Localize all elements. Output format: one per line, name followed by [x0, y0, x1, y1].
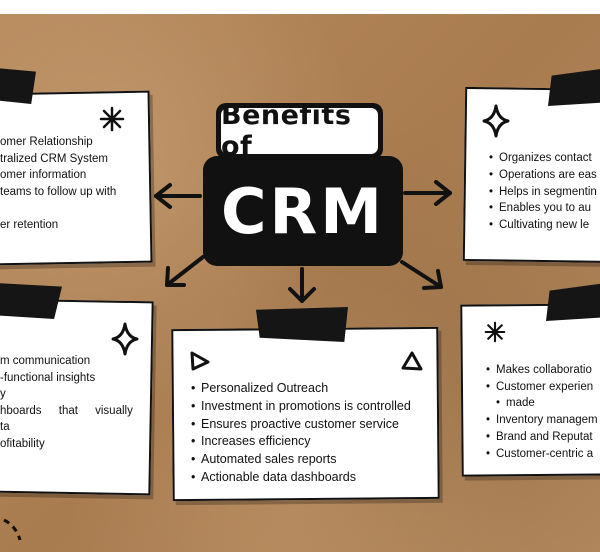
- list-item: Operations are eas: [489, 167, 597, 184]
- triangle-doodle-icon: [190, 351, 210, 371]
- tape-bottom-left: [0, 283, 62, 319]
- list-item: Brand and Reputat: [486, 429, 598, 446]
- arrow-down-right-icon: [400, 260, 443, 290]
- diamond-sparkle-icon: [482, 104, 510, 138]
- list-item: omer Relationship: [0, 136, 93, 148]
- list-item: hboards that visually: [0, 404, 133, 417]
- list-item: Personalized Outreach: [191, 380, 411, 398]
- list-item: Customer experien: [486, 379, 598, 396]
- card-top-left-list: omer Relationship tralized CRM System om…: [0, 134, 116, 233]
- sparkle-icon: [484, 321, 506, 343]
- scribble-decoration: [3, 518, 22, 541]
- card-bottom-right-list: Makes collaboratio Customer experien mad…: [486, 362, 598, 462]
- arrow-down-icon: [288, 267, 316, 303]
- list-item: Inventory managem: [486, 412, 598, 429]
- arrow-right-icon: [403, 180, 452, 206]
- card-top-right-list: Organizes contact Operations are eas Hel…: [489, 150, 597, 234]
- list-item: Customer-centric a: [486, 446, 598, 463]
- list-item: made: [486, 395, 598, 412]
- crm-title-box: CRM: [203, 156, 403, 266]
- list-item: [0, 200, 116, 217]
- list-item: Organizes contact: [489, 150, 597, 167]
- card-bottom-left-list: m communication -functional insights y h…: [0, 353, 133, 453]
- list-item: omer information: [0, 169, 87, 181]
- tape-top-left: [0, 68, 36, 104]
- arrow-left-icon: [154, 183, 202, 209]
- list-item: Helps in segmentin: [489, 184, 597, 201]
- triangle-doodle-icon: [401, 351, 423, 371]
- top-white-strip: [0, 0, 600, 14]
- list-item: -functional insights: [0, 371, 96, 384]
- crm-title: CRM: [221, 174, 385, 248]
- benefits-title-box: Benefits of: [216, 100, 383, 162]
- list-item: y: [0, 388, 6, 401]
- list-item: m communication: [0, 355, 91, 367]
- list-item: er retention: [0, 218, 59, 231]
- list-item: Ensures proactive customer service: [191, 416, 411, 434]
- diamond-sparkle-icon: [111, 322, 139, 356]
- sparkle-icon: [99, 106, 125, 132]
- list-item: ta: [0, 421, 10, 434]
- list-item: Actionable data dashboards: [191, 469, 411, 487]
- card-bottom-center-list: Personalized Outreach Investment in prom…: [191, 380, 411, 487]
- tape-bottom-center: [256, 307, 348, 342]
- list-item: Makes collaboratio: [486, 362, 598, 379]
- list-item: tralized CRM System: [0, 152, 108, 165]
- arrow-down-left-icon: [165, 255, 205, 287]
- list-item: ofitability: [0, 437, 45, 450]
- list-item: Cultivating new le: [489, 217, 597, 234]
- list-item: Automated sales reports: [191, 451, 411, 469]
- list-item: teams to follow up with: [0, 185, 117, 198]
- list-item: Increases efficiency: [191, 433, 411, 451]
- list-item: Enables you to au: [489, 200, 597, 217]
- list-item: Investment in promotions is controlled: [191, 398, 411, 416]
- benefits-title: Benefits of: [221, 100, 378, 162]
